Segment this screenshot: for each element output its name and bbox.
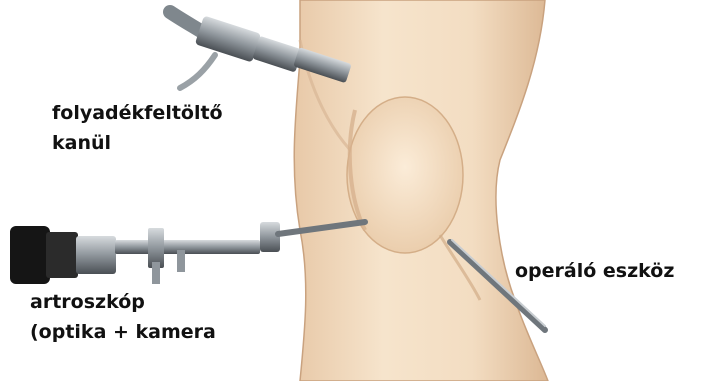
fluid-cannula-label-line2: kanül: [52, 128, 223, 158]
operating-tool-label-line1: operáló eszköz: [515, 256, 674, 286]
arthroscope-label-line2: (optika + kamera: [30, 317, 216, 347]
arthroscope-label-line1: artroszkóp: [30, 287, 216, 317]
fluid-cannula-label-line1: folyadékfeltöltő: [52, 98, 223, 128]
fluid-cannula-label: folyadékfeltöltő kanül: [52, 98, 223, 158]
arthroscope-label: artroszkóp (optika + kamera: [30, 287, 216, 347]
operating-tool-label: operáló eszköz: [515, 256, 674, 286]
